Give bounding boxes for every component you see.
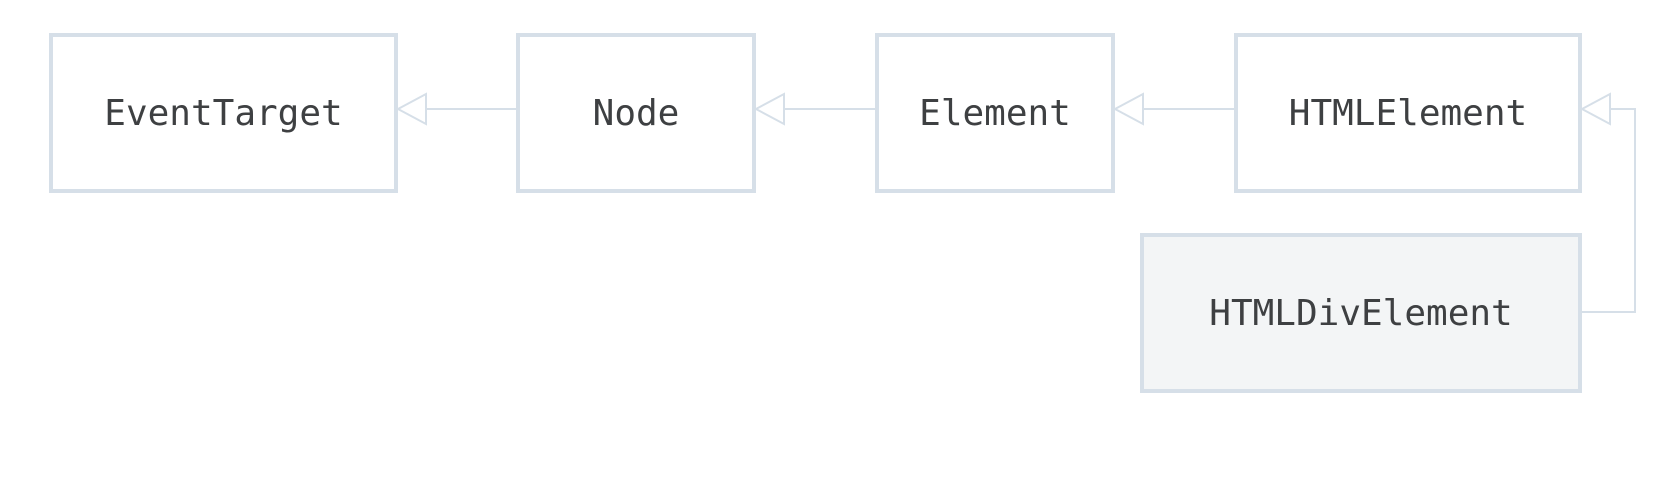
class-label: Element [919, 92, 1071, 134]
class-box-node[interactable]: Node [516, 33, 756, 193]
class-box-element[interactable]: Element [875, 33, 1115, 193]
class-box-htmldivelement-current: HTMLDivElement [1140, 233, 1582, 393]
class-label: HTMLElement [1288, 92, 1528, 134]
inheritance-arrow-icon [395, 92, 427, 126]
inheritance-arrow-icon [1112, 92, 1144, 126]
class-box-eventtarget[interactable]: EventTarget [49, 33, 398, 193]
inheritance-arrow-icon [1579, 92, 1611, 126]
class-label: EventTarget [104, 92, 343, 134]
edge-htmldivelement-to-htmlelement [1582, 108, 1636, 313]
class-label: HTMLDivElement [1209, 292, 1513, 334]
inheritance-arrow-icon [753, 92, 785, 126]
class-box-htmlelement[interactable]: HTMLElement [1234, 33, 1582, 193]
class-label: Node [592, 92, 680, 134]
